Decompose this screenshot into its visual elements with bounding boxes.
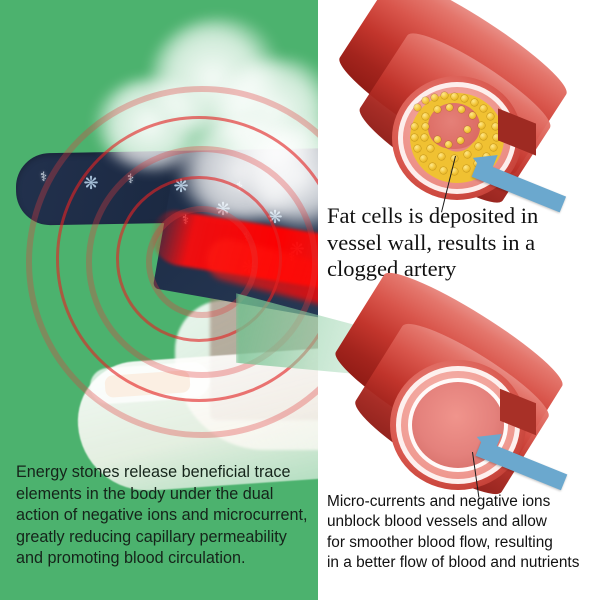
fat-cell bbox=[464, 151, 471, 158]
clogged-artery-caption: Fat cells is deposited in vessel wall, r… bbox=[327, 203, 539, 281]
fat-cell bbox=[451, 93, 458, 100]
fat-cell bbox=[451, 168, 458, 175]
fat-cell bbox=[445, 141, 452, 148]
fat-cell bbox=[420, 155, 427, 162]
fat-cell bbox=[461, 95, 468, 102]
fat-cell bbox=[475, 143, 482, 150]
fat-cell bbox=[434, 106, 441, 113]
brand-logo-icon: ⚕ bbox=[40, 170, 48, 185]
fat-cell bbox=[493, 134, 500, 141]
fat-cell bbox=[434, 136, 441, 143]
fat-cell bbox=[429, 163, 436, 170]
fat-cell bbox=[414, 145, 421, 152]
healthy-artery-caption: Micro-currents and negative ions unblock… bbox=[327, 493, 580, 572]
left-panel-caption: Energy stones release beneficial trace e… bbox=[16, 463, 308, 568]
fat-cell bbox=[431, 94, 438, 101]
fat-cell bbox=[446, 104, 453, 111]
fat-cell bbox=[411, 134, 418, 141]
clogged-artery-illustration bbox=[330, 0, 600, 215]
fat-cell bbox=[427, 145, 434, 152]
fat-cell bbox=[440, 167, 447, 174]
fat-cell bbox=[441, 92, 448, 99]
fat-cell bbox=[458, 106, 465, 113]
fat-cell bbox=[478, 122, 485, 129]
fat-cell bbox=[483, 153, 490, 160]
fat-cell bbox=[492, 123, 499, 130]
fat-cell bbox=[464, 126, 471, 133]
fat-cell bbox=[422, 97, 429, 104]
healthy-artery-illustration bbox=[326, 259, 600, 507]
fat-cell bbox=[480, 133, 487, 140]
fat-cell bbox=[438, 153, 445, 160]
fat-cell bbox=[480, 105, 487, 112]
fat-cell bbox=[471, 99, 478, 106]
fat-cell bbox=[422, 113, 429, 120]
fat-cell bbox=[487, 113, 494, 120]
fat-cell bbox=[422, 123, 429, 130]
fat-cell bbox=[490, 144, 497, 151]
fat-cell bbox=[421, 134, 428, 141]
fat-cell bbox=[457, 137, 464, 144]
microcurrent-wave-ring bbox=[26, 86, 318, 438]
fat-cell bbox=[463, 165, 470, 172]
fat-cell bbox=[414, 104, 421, 111]
fat-cell bbox=[411, 123, 418, 130]
fat-cell bbox=[469, 112, 476, 119]
